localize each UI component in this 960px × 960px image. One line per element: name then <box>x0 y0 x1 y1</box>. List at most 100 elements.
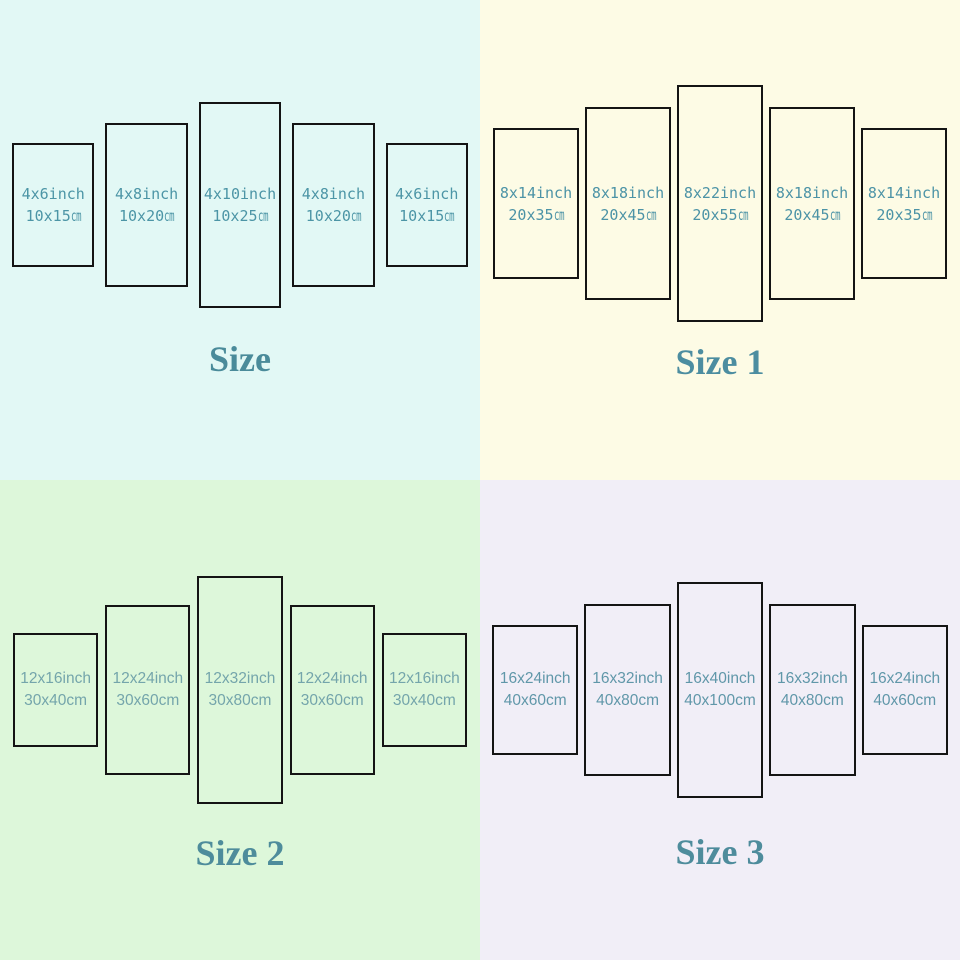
canvas-panel: 4x10inch 10x25cm <box>198 102 282 308</box>
panel-inch-label: 4x8inch <box>114 184 179 203</box>
size-2-title: Size 2 <box>195 833 285 873</box>
canvas-panel: 12x32inch 30x80cm <box>197 576 283 804</box>
panel-cm-unit: cm <box>164 206 175 225</box>
panel-cm-unit: cm <box>921 205 933 224</box>
panel-cm-label: 30x40cm <box>24 690 87 712</box>
panel-cm-unit: cm <box>257 207 269 225</box>
panel-cm-label: 30x60cm <box>116 690 179 712</box>
panel-inch-label: 16x40inch <box>684 670 756 687</box>
panel-cm-unit: cm <box>823 691 844 709</box>
size-3-title: Size 3 <box>675 832 765 872</box>
panel-cm-label: 40x80cm <box>596 690 659 712</box>
panel-cm-value: 20x35 <box>508 205 554 224</box>
panel-cm-value: 10x25 <box>212 207 258 225</box>
panel-inch-label: 8x22inch <box>683 183 757 202</box>
panel-cm-unit: cm <box>66 692 88 709</box>
canvas-panel: 8x14inch 20x35cm <box>493 128 579 279</box>
panel-cm-label: 20x55cm <box>692 204 749 226</box>
panel-cm-label: 20x45cm <box>784 204 841 226</box>
panel-cm-label: 40x100cm <box>684 690 756 712</box>
panel-cm-unit: cm <box>435 692 456 709</box>
panel-inch-label: 12x24inch <box>296 669 368 687</box>
panel-cm-unit: cm <box>737 205 749 224</box>
panel-cm-value: 30x60 <box>116 691 159 709</box>
panel-cm-value: 40x80 <box>596 691 639 709</box>
panel-cm-value: 20x45 <box>600 205 646 224</box>
panel-cm-unit: cm <box>158 691 180 709</box>
panel-inch-label: 16x24inch <box>499 670 571 687</box>
canvas-panel: 4x8inch 10x20cm <box>105 122 188 288</box>
panel-cm-label: 30x60cm <box>301 690 364 712</box>
panel-cm-value: 10x20 <box>305 206 351 225</box>
panel-cm-unit: cm <box>645 205 657 224</box>
panel-cm-unit: cm <box>250 692 272 709</box>
panel-cm-label: 20x35cm <box>876 204 933 226</box>
canvas-panel: 8x22inch 20x55cm <box>677 85 763 322</box>
panel-inch-label: 4x10inch <box>203 185 277 203</box>
panel-cm-unit: cm <box>735 692 756 709</box>
panel-inch-label: 4x6inch <box>395 185 459 203</box>
panel-inch-label: 8x18inch <box>775 183 849 202</box>
canvas-panel: 4x6inch 10x15cm <box>385 143 468 267</box>
canvas-panel: 16x24inch 40x60cm <box>861 625 948 755</box>
panel-cm-label: 10x20cm <box>305 205 362 227</box>
panel-cm-label: 20x35cm <box>508 204 565 226</box>
panel-cm-value: 30x60 <box>300 691 343 709</box>
panel-cm-value: 30x40 <box>24 692 67 709</box>
panel-cm-unit: cm <box>829 205 841 224</box>
panel-inch-label: 12x32inch <box>204 670 276 687</box>
panel-cm-value: 10x15 <box>25 207 71 225</box>
size-1-title: Size 1 <box>675 342 765 382</box>
panel-cm-label: 40x80cm <box>781 690 844 712</box>
panel-cm-unit: cm <box>70 207 82 225</box>
panel-inch-label: 12x16inch <box>20 670 91 687</box>
panel-cm-value: 40x80 <box>780 691 824 709</box>
panel-cm-value: 40x100 <box>684 692 736 709</box>
panel-inch-label: 12x16inch <box>389 670 460 687</box>
panel-cm-unit: cm <box>638 691 660 709</box>
size-title: Size <box>209 339 271 379</box>
panel-cm-value: 10x20 <box>118 206 165 225</box>
panel-inch-label: 16x24inch <box>869 670 941 687</box>
panel-cm-label: 30x80cm <box>209 690 272 712</box>
panel-cm-value: 20x45 <box>784 205 830 224</box>
panel-cm-label: 40x60cm <box>873 690 936 712</box>
canvas-panel: 12x16inch 30x40cm <box>381 633 467 747</box>
panel-cm-label: 20x45cm <box>600 204 657 226</box>
canvas-panel: 12x24inch 30x60cm <box>289 604 375 776</box>
panel-cm-unit: cm <box>915 692 937 709</box>
panel-cm-value: 40x60 <box>873 692 916 709</box>
canvas-panel: 4x6inch 10x15cm <box>12 143 95 267</box>
panel-cm-value: 20x35 <box>876 205 922 224</box>
panel-inch-label: 4x6inch <box>21 185 85 203</box>
panel-cm-label: 10x20cm <box>118 205 175 227</box>
panel-cm-value: 10x15 <box>399 207 445 225</box>
panel-cm-unit: cm <box>545 692 567 709</box>
panel-inch-label: 8x18inch <box>591 183 665 202</box>
canvas-panel: 8x18inch 20x45cm <box>585 106 671 301</box>
panel-cm-unit: cm <box>553 205 565 224</box>
panel-cm-label: 10x15cm <box>25 205 82 227</box>
panel-cm-value: 20x55 <box>692 205 738 224</box>
panel-cm-unit: cm <box>342 691 364 709</box>
panel-cm-label: 10x25cm <box>212 205 269 227</box>
panel-cm-label: 30x40cm <box>393 690 456 712</box>
canvas-panel: 12x16inch 30x40cm <box>13 633 99 747</box>
panel-inch-label: 8x14inch <box>499 183 573 202</box>
panel-cm-label: 10x15cm <box>399 205 455 227</box>
panel-cm-unit: cm <box>350 206 362 225</box>
